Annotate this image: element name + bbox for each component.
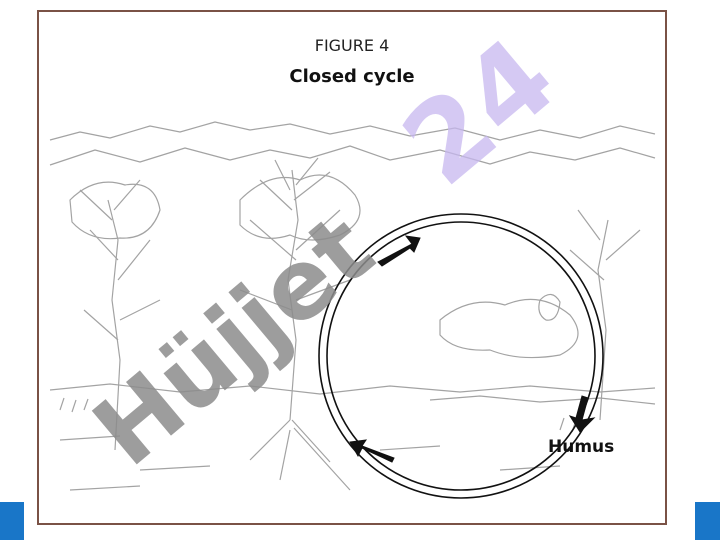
figure-title: Closed cycle [289, 66, 415, 87]
ground-texture [59, 435, 561, 491]
ground-line [49, 383, 656, 395]
arrow-right-icon [568, 395, 596, 433]
cycle-arrows [349, 235, 596, 463]
tree-trunk-left [107, 199, 121, 451]
foliage-center [239, 174, 361, 241]
rock-right [538, 293, 561, 321]
figure-number: FIGURE 4 [314, 36, 390, 55]
humus-label: Humus [548, 437, 614, 457]
grass-left [59, 397, 577, 433]
landscape-sketch [49, 121, 656, 491]
ring-inner [326, 221, 596, 491]
water-edge [429, 395, 656, 405]
tree-trunk-center [287, 169, 299, 421]
arrow-top-icon [377, 235, 421, 267]
tree-branches-left [79, 179, 161, 341]
tree-branches-center [239, 157, 351, 311]
right-blue-bar [695, 502, 720, 540]
roots-center [249, 419, 351, 491]
tree-right [569, 209, 641, 421]
horizon-line [49, 121, 656, 141]
arrow-bottom-icon [349, 439, 395, 463]
left-blue-bar [0, 502, 24, 540]
distant-hills [49, 145, 656, 166]
shrubs-right [439, 298, 579, 359]
ring-outer [318, 213, 604, 499]
foliage-left [69, 181, 161, 240]
closed-cycle-ring [318, 213, 604, 499]
watermark: Hüjjet 24 [73, 13, 579, 487]
watermark-text-b: 24 [379, 13, 579, 209]
watermark-text-a: Hüjjet [73, 193, 394, 488]
